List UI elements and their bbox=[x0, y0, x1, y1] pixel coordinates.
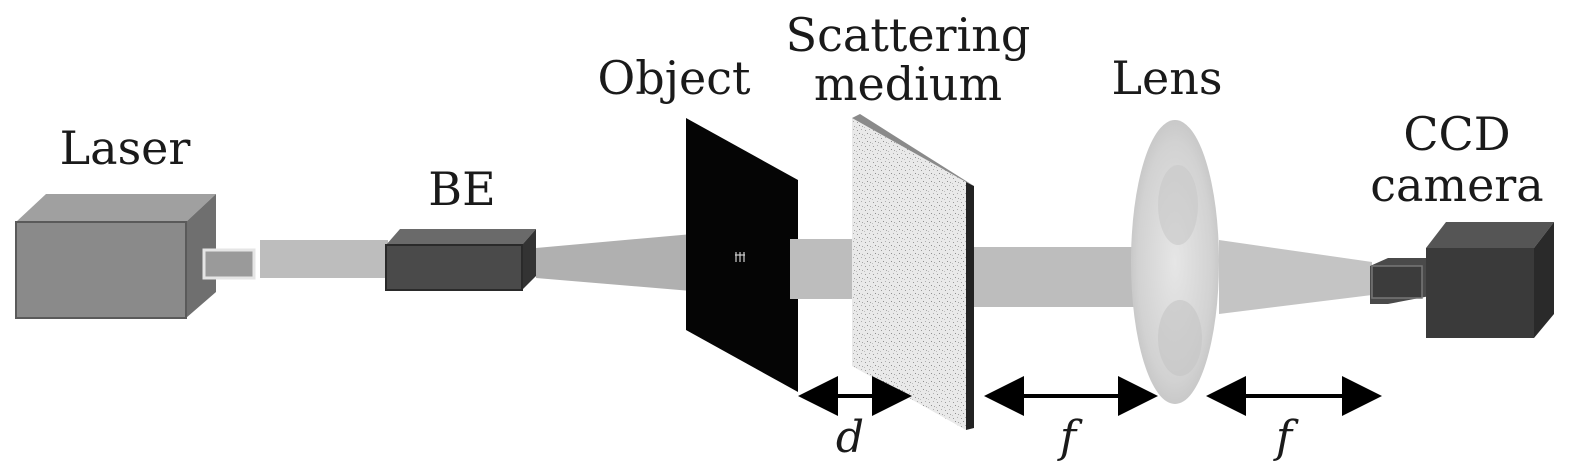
label-object: Object bbox=[598, 51, 751, 105]
ccd-camera bbox=[1370, 222, 1554, 338]
beam-laser-to-be bbox=[260, 240, 388, 278]
label-distance-d: d bbox=[836, 412, 864, 463]
laser bbox=[15, 194, 256, 319]
label-distance-f2: f bbox=[1273, 412, 1299, 463]
beam-converging bbox=[1219, 240, 1372, 314]
scattering-medium bbox=[852, 114, 974, 430]
label-ccd: CCD bbox=[1403, 107, 1510, 161]
beam-expander bbox=[385, 229, 536, 291]
beam-medium-to-lens bbox=[974, 247, 1144, 307]
label-distance-f1: f bbox=[1057, 412, 1083, 463]
label-lens: Lens bbox=[1111, 51, 1222, 105]
label-laser: Laser bbox=[60, 121, 191, 175]
label-camera: camera bbox=[1370, 158, 1543, 212]
lens bbox=[1131, 120, 1219, 404]
label-be: BE bbox=[428, 162, 495, 216]
beam-expanding bbox=[536, 232, 715, 293]
object-plate bbox=[686, 118, 798, 392]
label-medium: medium bbox=[814, 57, 1002, 111]
label-scattering: Scattering bbox=[786, 8, 1031, 62]
